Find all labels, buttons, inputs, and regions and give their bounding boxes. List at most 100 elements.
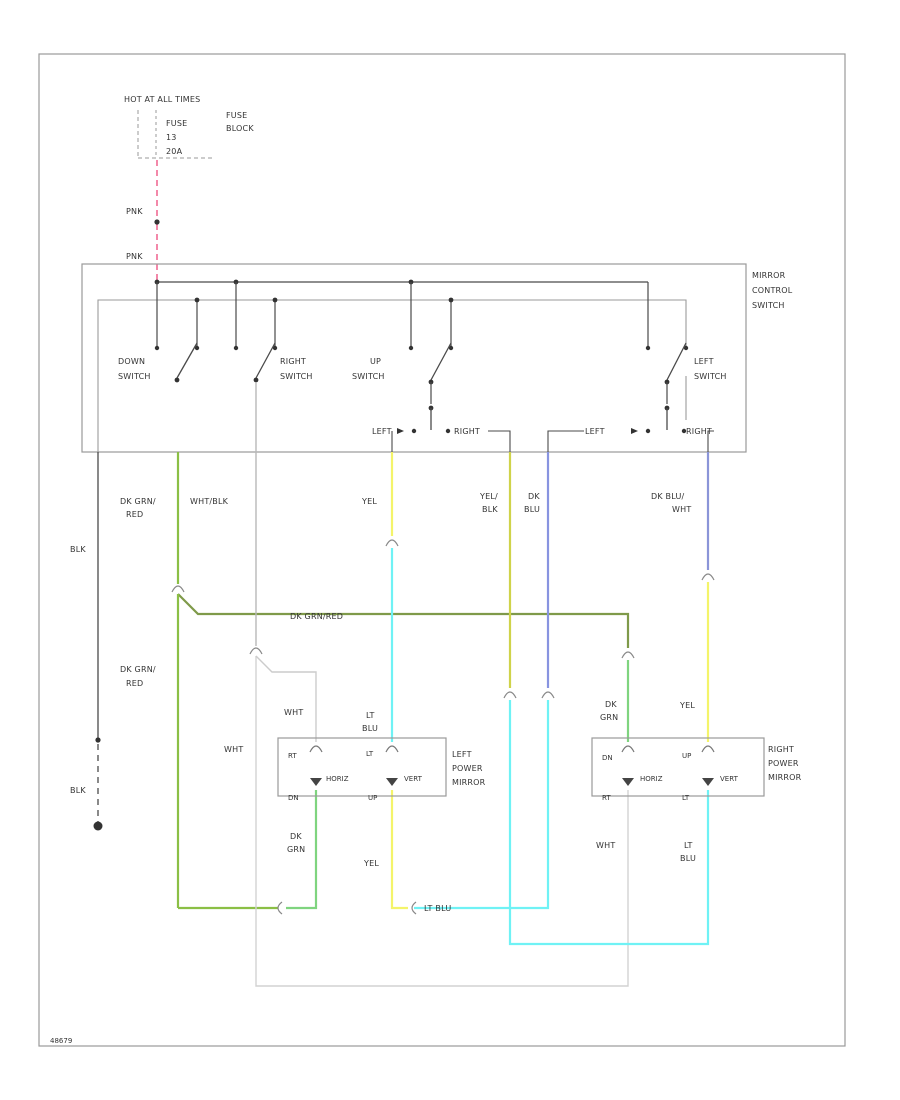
selector-2-arrow-left: [631, 428, 638, 434]
selector-2-right-label: RIGHT: [686, 427, 712, 436]
dk-grn-label-1b: GRN: [287, 845, 305, 854]
left-mirror-title-1: LEFT: [452, 750, 472, 759]
mirror-control-switch: MIRROR CONTROL SWITCH DOWN SWITCH RIGHT …: [81, 263, 793, 454]
selector-2-contact-right: [681, 428, 687, 434]
page-code: 48679: [50, 1037, 72, 1045]
left-contact-b: [683, 345, 689, 351]
selector-2-left-lead: [547, 430, 584, 452]
right-mirror-up-top: UP: [682, 752, 691, 760]
down-contact-b: [194, 345, 200, 351]
bus-node-up-b: [448, 297, 454, 303]
ground-point: [93, 821, 103, 831]
connector-c7: [411, 901, 417, 915]
right-mirror-lt: LT: [682, 794, 690, 802]
blk-label-1: BLK: [70, 545, 86, 554]
left-mirror-title-3: MIRROR: [452, 778, 486, 787]
selector-1-left-label: LEFT: [372, 427, 392, 436]
pnk-label-2: PNK: [126, 252, 143, 261]
wire-yel-2: [390, 790, 408, 910]
right-mirror-rt: RT: [602, 794, 611, 802]
wht-label-3: WHT: [596, 841, 615, 850]
selector-2-right-lead: [707, 430, 714, 452]
connector-c8: [701, 573, 715, 581]
left-label-2: SWITCH: [694, 372, 727, 381]
lt-blu-label-2b: BLU: [680, 854, 696, 863]
up-contact-a: [408, 345, 414, 351]
right-pivot: [253, 377, 259, 383]
connector-c2: [277, 901, 283, 915]
right-mirror-title-2: POWER: [768, 759, 799, 768]
up-contact-b: [448, 345, 454, 351]
wire-dk-grn-red-bus: [177, 593, 630, 648]
wire-dk-grn-left: [286, 790, 318, 910]
connector-c1: [171, 585, 185, 593]
right-mirror-term-dn: [621, 745, 635, 753]
splice-blk: [95, 737, 101, 743]
right-power-mirror: DN UP HORIZ VERT RT LT RIGHT POWER MIRRO…: [591, 737, 802, 802]
right-contact-a: [233, 345, 239, 351]
right-mirror-box: [591, 737, 765, 797]
wht-blk-label: WHT/BLK: [190, 497, 229, 506]
dk-blu-label-b: BLU: [524, 505, 540, 514]
lt-blu-label-1a: LT: [366, 711, 375, 720]
wht-label-2: WHT: [224, 745, 243, 754]
right-label-2: SWITCH: [280, 372, 313, 381]
left-mirror-horiz: HORIZ: [326, 775, 349, 783]
fuse-label: FUSE: [166, 119, 187, 128]
up-blade: [430, 342, 452, 381]
left-mirror-title-2: POWER: [452, 764, 483, 773]
left-mirror-horiz-motor: [310, 778, 322, 786]
left-contact-a: [645, 345, 651, 351]
connector-c6: [541, 691, 555, 699]
right-label-1: RIGHT: [280, 357, 306, 366]
lt-blu-label-2a: LT: [684, 841, 693, 850]
dk-grn-label-1a: DK: [290, 832, 302, 841]
right-mirror-title-3: MIRROR: [768, 773, 802, 782]
wire-wht-main: [255, 656, 629, 987]
bus-node-down-b: [194, 297, 200, 303]
bus-node-right-b: [272, 297, 278, 303]
switch-outer-box: [81, 263, 747, 453]
dk-blu-wht-label-a: DK BLU/: [651, 492, 685, 501]
yel-label-3: YEL: [679, 701, 695, 710]
selector-1-contact-left: [411, 428, 417, 434]
selector-2-contact-left: [645, 428, 651, 434]
lt-blu-bottom-label: LT BLU: [424, 904, 451, 913]
dk-blu-wht-label-b: WHT: [672, 505, 691, 514]
splice-pnk: [154, 219, 160, 225]
fuse-block-label-2: BLOCK: [226, 124, 254, 133]
wire-lt-blu-2: [414, 700, 550, 910]
right-mirror-title-1: RIGHT: [768, 745, 794, 754]
fuse-block-bracket: [137, 110, 214, 159]
selector-1-right-label: RIGHT: [454, 427, 480, 436]
selector-1-right-lead: [488, 430, 511, 452]
up-label-1: UP: [370, 357, 381, 366]
left-mirror-term-lt: [385, 745, 399, 753]
switch-title-3: SWITCH: [752, 301, 785, 310]
switch-title-1: MIRROR: [752, 271, 786, 280]
dk-grn-red-label-1b: RED: [126, 510, 143, 519]
dk-grn-red-bus-label: DK GRN/RED: [290, 612, 343, 621]
down-label-2: SWITCH: [118, 372, 151, 381]
wire-wht-left-mirror: [255, 655, 317, 742]
left-mirror-rt: RT: [288, 752, 297, 760]
lt-blu-label-1b: BLU: [362, 724, 378, 733]
selector-1-contact-right: [445, 428, 451, 434]
yel-label-2: YEL: [363, 859, 379, 868]
left-blade: [666, 342, 687, 381]
dk-grn-label-2a: DK: [605, 700, 617, 709]
pnk-label-1: PNK: [126, 207, 143, 216]
left-mirror-vert: VERT: [404, 775, 423, 783]
right-mirror-dn-top: DN: [602, 754, 613, 762]
page-frame: [38, 53, 846, 1047]
connector-c4: [385, 539, 399, 547]
dk-grn-red-label-2b: RED: [126, 679, 143, 688]
connector-c9: [621, 651, 635, 659]
left-power-mirror: RT LT HORIZ VERT DN UP LEFT POWER MIRROR: [277, 737, 486, 802]
up-label-2: SWITCH: [352, 372, 385, 381]
down-label-1: DOWN: [118, 357, 145, 366]
wire-lt-blu-loop: [508, 700, 710, 946]
selector-1-arrow-left: [397, 428, 404, 434]
blk-label-2: BLK: [70, 786, 86, 795]
